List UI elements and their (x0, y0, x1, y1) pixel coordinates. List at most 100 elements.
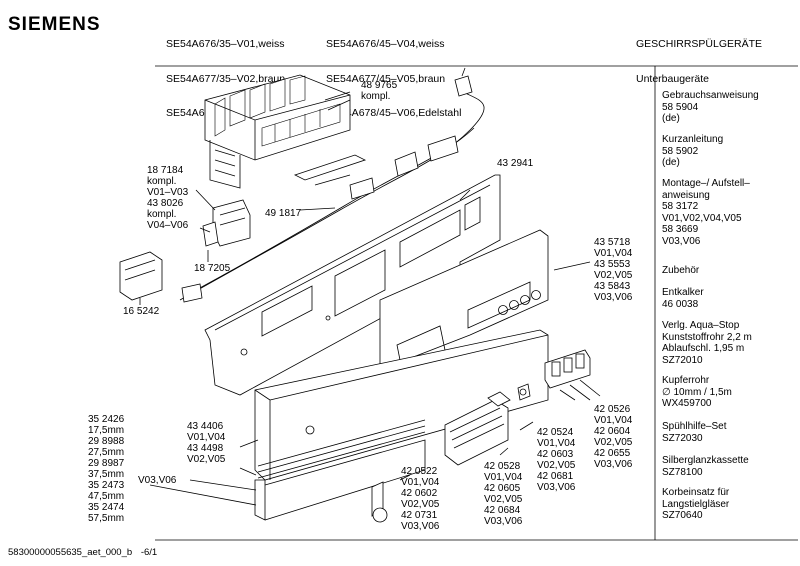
sidebar-line: Entkalker (662, 287, 704, 298)
sidebar-line: Silberglanzkassette (662, 455, 749, 466)
part-number: 43 4498 (187, 443, 224, 454)
part-number: 43 2941 (497, 158, 534, 169)
sidebar-line: Ablaufschl. 1,95 m (662, 343, 745, 354)
part-variant: V01,V04 (537, 438, 576, 449)
part-number: 18 7184 (147, 165, 184, 176)
part-size: 37,5mm (88, 469, 125, 480)
part-note: kompl. (147, 176, 177, 187)
part-label-432941: 43 2941 (497, 158, 533, 169)
part-number: 42 0524 (537, 427, 574, 438)
model-line: SE54A677/45–V05,braun (326, 72, 446, 85)
sidebar-line: V03,V06 (662, 235, 701, 247)
part-variant: V02,V05 (594, 437, 633, 448)
part-label-187184: 18 7184 kompl. V01–V03 43 8026 kompl. V0… (147, 165, 188, 231)
sidebar-docs-1: Gebrauchsanweisung 58 5904 (de) (662, 90, 798, 125)
sidebar-line: SZ78100 (662, 466, 703, 478)
part-number: 16 5242 (123, 306, 160, 317)
part-variant: V02,V05 (484, 494, 523, 505)
part-variant: V02,V05 (187, 454, 226, 465)
part-number: 42 0731 (401, 510, 438, 521)
sidebar-line: Kunststoffrohr 2,2 m (662, 331, 752, 343)
part-variant: V01,V04 (594, 248, 633, 259)
part-label-434406: 43 4406 V01,V04 43 4498 V02,V05 (187, 421, 225, 465)
part-label-v03v06: V03,V06 (138, 475, 176, 486)
part-variant: V01,V04 (401, 477, 440, 488)
part-note: kompl. (361, 91, 391, 102)
part-label-187205: 18 7205 (194, 263, 230, 274)
part-label-420522: 42 0522 V01,V04 42 0602 V02,V05 42 0731 … (401, 466, 439, 532)
part-variant: V04–V06 (147, 220, 189, 231)
footer-code: 58300000055635_aet_000_b (8, 547, 133, 558)
part-number: 42 0605 (484, 483, 521, 494)
part-number: 29 8987 (88, 458, 125, 469)
part-size: 27,5mm (88, 447, 125, 458)
part-variant: V03,V06 (594, 459, 633, 470)
part-variant: V03,V06 (401, 521, 440, 532)
model-line: SE54A676/45–V04,weiss (326, 38, 445, 50)
sidebar-line: 58 5902 (662, 145, 699, 157)
part-variant: V02,V05 (401, 499, 440, 510)
sidebar-docs-3: Montage–/ Aufstell– anweisung 58 3172 V0… (662, 178, 798, 247)
sidebar-line: 58 3172 (662, 201, 699, 212)
part-label-491817: 49 1817 (265, 208, 301, 219)
part-number: 42 0526 (594, 404, 631, 415)
footer-page: -6/1 (140, 547, 158, 558)
sidebar-line: Spühlhilfe–Set (662, 421, 727, 432)
part-number: 43 4406 (187, 421, 224, 432)
sidebar-accessory-4: Spühlhilfe–Set SZ72030 (662, 421, 798, 444)
part-number: 42 0655 (594, 448, 631, 459)
part-label-165242: 16 5242 (123, 306, 159, 317)
sidebar-line: SZ72010 (662, 354, 703, 366)
sidebar-accessory-1: Entkalker 46 0038 (662, 287, 798, 310)
part-variant: V03,V06 (484, 516, 523, 527)
part-number: 35 2473 (88, 480, 125, 491)
part-label-420528: 42 0528 V01,V04 42 0605 V02,V05 42 0684 … (484, 461, 522, 527)
part-number: 42 0684 (484, 505, 521, 516)
sidebar-line: Zubehör (662, 265, 700, 276)
sidebar-accessories-heading: Zubehör (662, 265, 798, 277)
part-variant: V01,V04 (187, 432, 226, 443)
sidebar-accessory-5: Silberglanzkassette SZ78100 (662, 455, 798, 478)
sidebar-line: ∅ 10mm / 1,5m (662, 386, 732, 398)
part-variant: V01,V04 (594, 415, 633, 426)
part-label-489765: 48 9765 kompl. (361, 80, 397, 102)
sidebar-line: Korbeinsatz für (662, 487, 730, 498)
sidebar-line: Verlg. Aqua–Stop (662, 320, 740, 331)
sidebar-line: 58 3669 (662, 224, 699, 235)
part-label-420526: 42 0526 V01,V04 42 0604 V02,V05 42 0655 … (594, 404, 632, 470)
part-variant: V03,V06 (138, 475, 177, 486)
part-number: 18 7205 (194, 263, 231, 274)
part-number: 42 0602 (401, 488, 438, 499)
part-number: 29 8988 (88, 436, 125, 447)
sidebar-line: (de) (662, 157, 680, 168)
part-number: 43 5553 (594, 259, 631, 270)
part-number: 43 5718 (594, 237, 631, 248)
part-variant: V03,V06 (537, 482, 576, 493)
part-label-435718: 43 5718 V01,V04 43 5553 V02,V05 43 5843 … (594, 237, 632, 303)
sidebar-line: Kupferrohr (662, 375, 710, 386)
sidebar-accessory-6: Korbeinsatz für Langstielgläser SZ70640 (662, 487, 798, 522)
part-number: 42 0528 (484, 461, 521, 472)
part-variant: V01,V04 (484, 472, 523, 483)
sidebar-line: Gebrauchsanweisung (662, 90, 759, 101)
sidebar-line: Kurzanleitung (662, 134, 724, 145)
model-line: SE54A678/45–V06,Edelstahl (326, 107, 462, 119)
sidebar-line: (de) (662, 113, 680, 124)
model-line: SE54A676/35–V01,weiss (166, 38, 285, 50)
sidebar-line: 46 0038 (662, 298, 699, 310)
part-size: 17,5mm (88, 425, 125, 436)
brand-logo: SIEMENS (8, 14, 101, 35)
model-line: SE54A677/35–V02,braun (166, 72, 286, 85)
part-number: 48 9765 (361, 80, 398, 91)
sidebar-line: Langstielgläser (662, 498, 730, 510)
sidebar-line: 58 5904 (662, 101, 699, 113)
part-number: 42 0681 (537, 471, 574, 482)
sidebar-line: V01,V02,V04,V05 (662, 212, 742, 224)
part-variant: V01–V03 (147, 187, 189, 198)
part-note: kompl. (147, 209, 177, 220)
part-number: 35 2474 (88, 502, 125, 513)
sidebar-line: SZ72030 (662, 432, 703, 444)
part-variant: V02,V05 (537, 460, 576, 471)
part-size: 57,5mm (88, 513, 125, 524)
